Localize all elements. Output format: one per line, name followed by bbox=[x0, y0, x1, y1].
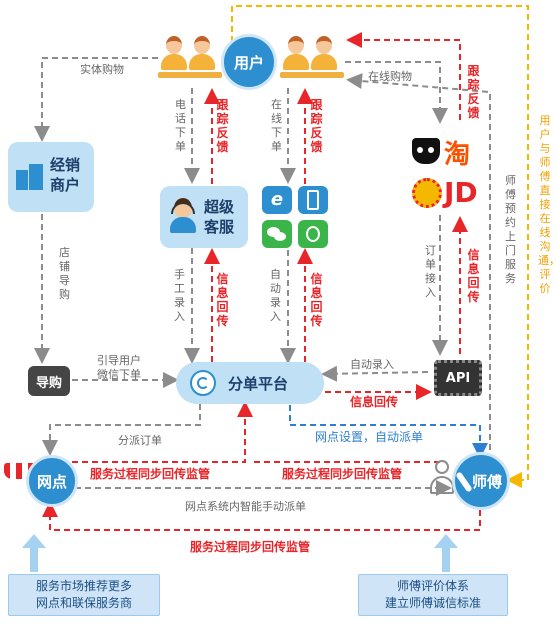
dispatch-order-label: 分派订单 bbox=[118, 434, 162, 447]
mini-program-icon bbox=[298, 220, 328, 248]
tmall-cat-icon bbox=[412, 138, 440, 164]
monitor-bottom-label: 服务过程同步回传监管 bbox=[190, 540, 311, 554]
customer-service-node: 超级客服 bbox=[160, 186, 248, 248]
user-group-right-icon bbox=[280, 32, 344, 80]
user-node: 用户 bbox=[221, 34, 277, 90]
app-feedback-label: 跟踪反馈 bbox=[310, 98, 323, 154]
service-market-line-2: 网点和联保服务商 bbox=[35, 596, 132, 610]
guide-user-label: 引导用户 bbox=[97, 354, 141, 367]
user-node-label: 用户 bbox=[233, 53, 264, 72]
direct-communication-label: 用户与师傅直接在线沟通，评价 bbox=[538, 114, 556, 295]
platform-node-label: 分单平台 bbox=[228, 375, 289, 393]
app-info-return-label: 信息回传 bbox=[310, 272, 323, 328]
offline-shopping-arrow bbox=[34, 57, 158, 142]
master-node-label: 师傅 bbox=[471, 472, 502, 491]
manual-dispatch-label: 网点系统内智能手动派单 bbox=[185, 500, 306, 513]
shopping-guide-node: 导购 bbox=[28, 366, 70, 396]
cs-feedback-label: 跟踪反馈 bbox=[216, 98, 229, 154]
wechat-order-label: 微信下单 bbox=[97, 368, 141, 381]
monitor-bottom-arrow bbox=[42, 501, 481, 531]
shopping-guide-node-label: 导购 bbox=[35, 375, 62, 391]
wrench-icon bbox=[455, 471, 473, 493]
online-shopping-label: 在线购物 bbox=[368, 70, 412, 83]
master-rating-line-2: 建立师傅诚信标准 bbox=[384, 596, 481, 610]
dealer-node: 经销商户 bbox=[8, 142, 94, 212]
taobao-logo: 淘 bbox=[412, 134, 492, 170]
wechat-icon bbox=[262, 220, 292, 248]
dealer-node-label: 经销商户 bbox=[50, 156, 81, 194]
service-market-line-1: 服务市场推荐更多 bbox=[35, 579, 132, 593]
app-auto-entry-label: 自动录入 bbox=[270, 268, 281, 323]
api-auto-entry-arrow bbox=[321, 365, 429, 382]
monitor-master-label: 服务过程同步回传监管 bbox=[282, 467, 403, 481]
platform-node: 分单平台 bbox=[176, 362, 324, 404]
store-guide-label: 店铺导购 bbox=[59, 246, 70, 301]
online-order-label: 在线下单 bbox=[271, 98, 282, 153]
master-rating-box: 师傅评价体系 建立师傅诚信标准 bbox=[358, 574, 508, 616]
direct-communication-arrow bbox=[231, 5, 529, 488]
api-node-label: API bbox=[445, 370, 471, 386]
cs-info-return-label: 信息回传 bbox=[216, 272, 229, 328]
master-rating-line-1: 师傅评价体系 bbox=[396, 579, 469, 593]
manual-entry-label: 手工录入 bbox=[174, 268, 185, 323]
tmall-feedback-arrow bbox=[346, 32, 461, 120]
api-return-label: 信息回传 bbox=[350, 395, 399, 409]
outlet-node: 网点 bbox=[26, 455, 78, 507]
outlet-settings-label: 网点设置，自动派单 bbox=[315, 430, 424, 444]
headset-agent-icon bbox=[168, 198, 198, 234]
master-node: 师傅 bbox=[452, 452, 510, 510]
customer-service-node-label: 超级客服 bbox=[204, 198, 235, 236]
monitor-outlet-label: 服务过程同步回传监管 bbox=[90, 467, 211, 481]
tmall-feedback-label: 跟踪反馈 bbox=[467, 64, 480, 120]
chip-icon bbox=[434, 360, 482, 396]
api-auto-entry-label: 自动录入 bbox=[350, 358, 394, 371]
outlet-node-label: 网点 bbox=[36, 472, 67, 491]
browser-icon: e bbox=[262, 186, 292, 214]
taobao-logo-text: 淘 bbox=[444, 140, 471, 170]
monitor-outlet-arrow bbox=[72, 401, 253, 463]
jd-dog-icon bbox=[412, 178, 442, 208]
right-support-arrow bbox=[434, 534, 458, 572]
api-info-return-label: 信息回传 bbox=[467, 248, 480, 304]
phone-order-label: 电话下单 bbox=[175, 98, 186, 153]
jd-logo: JD bbox=[412, 176, 492, 216]
refresh-icon bbox=[190, 370, 216, 396]
master-booking-arrow bbox=[346, 73, 491, 460]
building-icon bbox=[16, 164, 44, 190]
phone-icon bbox=[298, 186, 328, 214]
jd-logo-text: JD bbox=[444, 176, 478, 209]
outlet-settings-arrow bbox=[289, 405, 488, 459]
dispatch-order-arrow bbox=[42, 404, 201, 456]
api-node: API bbox=[430, 356, 486, 400]
service-market-box: 服务市场推荐更多 网点和联保服务商 bbox=[8, 574, 160, 616]
left-support-arrow bbox=[22, 534, 46, 572]
user-group-left-icon bbox=[158, 32, 222, 80]
offline-shopping-label: 实体购物 bbox=[80, 63, 124, 76]
master-booking-label: 师傅预约上门服务 bbox=[505, 174, 516, 285]
online-shopping-arrow bbox=[345, 61, 448, 124]
online-channels-icons: e bbox=[262, 186, 330, 250]
order-intake-label: 订单接入 bbox=[425, 244, 436, 299]
